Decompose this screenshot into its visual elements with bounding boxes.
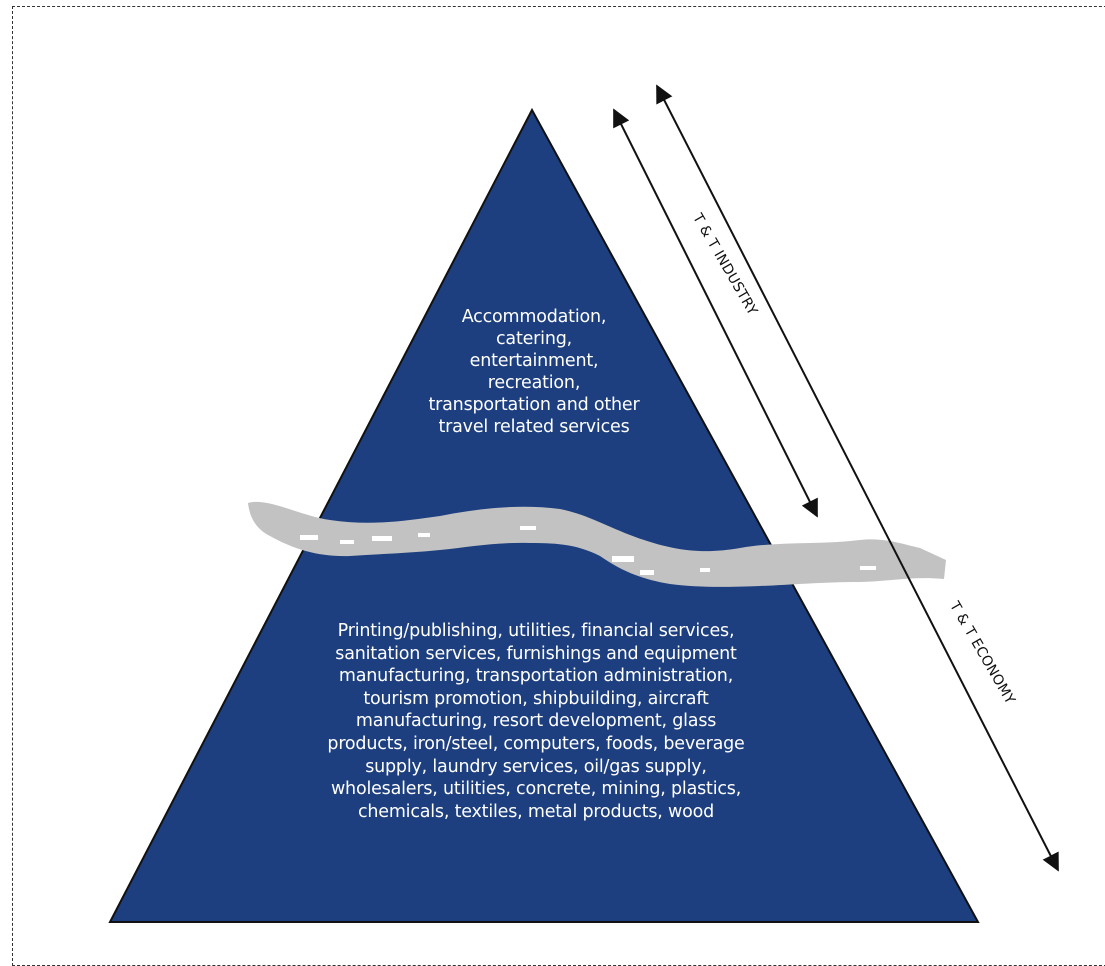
lower-line: wholesalers, utilities, concrete, mining… xyxy=(330,779,742,800)
upper-line: catering, xyxy=(496,329,572,349)
lower-line: tourism promotion, shipbuilding, aircraf… xyxy=(363,688,709,709)
lower-section-text: Printing/publishing, utilities, financia… xyxy=(262,620,810,823)
upper-line: recreation, xyxy=(487,373,581,393)
lower-line: manufacturing, resort development, glass xyxy=(355,711,717,732)
upper-line: transportation and other xyxy=(428,395,640,415)
pyramid-diagram xyxy=(108,84,1059,923)
lower-line: chemicals, textiles, metal products, woo… xyxy=(357,801,715,822)
lower-line: products, iron/steel, computers, foods, … xyxy=(327,733,745,754)
lower-line: manufacturing, transportation administra… xyxy=(338,666,734,687)
upper-line: travel related services xyxy=(438,417,630,437)
upper-line: Accommodation, xyxy=(461,307,607,327)
upper-line: entertainment, xyxy=(469,351,599,371)
lower-line: supply, laundry services, oil/gas supply… xyxy=(365,756,707,777)
economy-arrow xyxy=(656,84,1059,872)
lower-line: sanitation services, furnishings and equ… xyxy=(335,643,737,664)
diagram-canvas: Accommodation, catering, entertainment, … xyxy=(12,6,1105,966)
lower-line: Printing/publishing, utilities, financia… xyxy=(337,621,735,641)
upper-section-text: Accommodation, catering, entertainment, … xyxy=(383,306,685,438)
